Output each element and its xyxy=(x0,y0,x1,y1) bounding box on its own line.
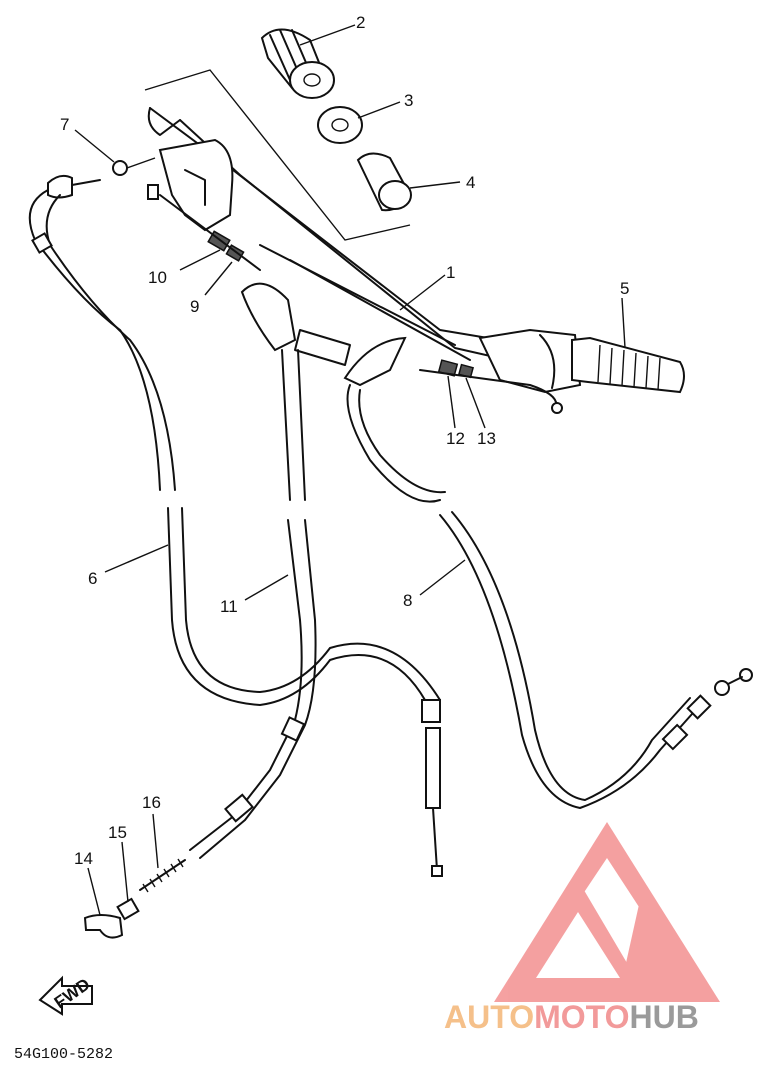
collar-part-15 xyxy=(116,897,140,921)
callout-13: 13 xyxy=(477,429,496,448)
nut-part-7 xyxy=(112,157,156,176)
callout-3: 3 xyxy=(404,91,413,110)
callout-1: 1 xyxy=(446,263,455,282)
callout-14: 14 xyxy=(74,849,93,868)
watermark-logo-icon xyxy=(494,822,720,1002)
watermark-auto: AUTO xyxy=(444,999,534,1035)
watermark-text: AUTOMOTOHUB xyxy=(444,999,699,1035)
fwd-arrow-label: FWD xyxy=(51,975,94,1013)
callout-12: 12 xyxy=(446,429,465,448)
grip-part-2 xyxy=(260,28,335,99)
callout-5: 5 xyxy=(620,279,629,298)
callout-15: 15 xyxy=(108,823,127,842)
callout-2: 2 xyxy=(356,13,365,32)
callout-6: 6 xyxy=(88,569,97,588)
callout-8: 8 xyxy=(403,591,412,610)
grip-end-part-4 xyxy=(356,152,412,212)
adjuster-part-9-10 xyxy=(159,194,261,271)
watermark-moto: MOTO xyxy=(534,999,629,1035)
cap-part-14 xyxy=(83,914,124,939)
washer-part-3 xyxy=(317,106,363,144)
callout-4: 4 xyxy=(466,173,475,192)
callout-11: 11 xyxy=(220,597,238,616)
watermark-hub: HUB xyxy=(629,999,698,1035)
callout-16: 16 xyxy=(142,793,161,812)
grip-group-bracket xyxy=(144,69,411,241)
spring-part-16 xyxy=(139,858,186,893)
throttle-housing xyxy=(478,328,582,394)
throttle-cable-part-8 xyxy=(343,336,753,809)
clutch-cable-part-6 xyxy=(28,174,443,877)
callout-7: 7 xyxy=(60,115,69,134)
diagram-code: 54G100-5282 xyxy=(14,1046,113,1063)
fwd-arrow-icon: FWD xyxy=(38,975,94,1016)
callout-10: 10 xyxy=(148,268,167,287)
callout-9: 9 xyxy=(190,297,199,316)
right-grip-part-5 xyxy=(571,336,685,394)
adjuster-part-12-13 xyxy=(419,359,563,414)
cable-part-11 xyxy=(189,282,317,859)
leader-lines xyxy=(74,24,626,916)
